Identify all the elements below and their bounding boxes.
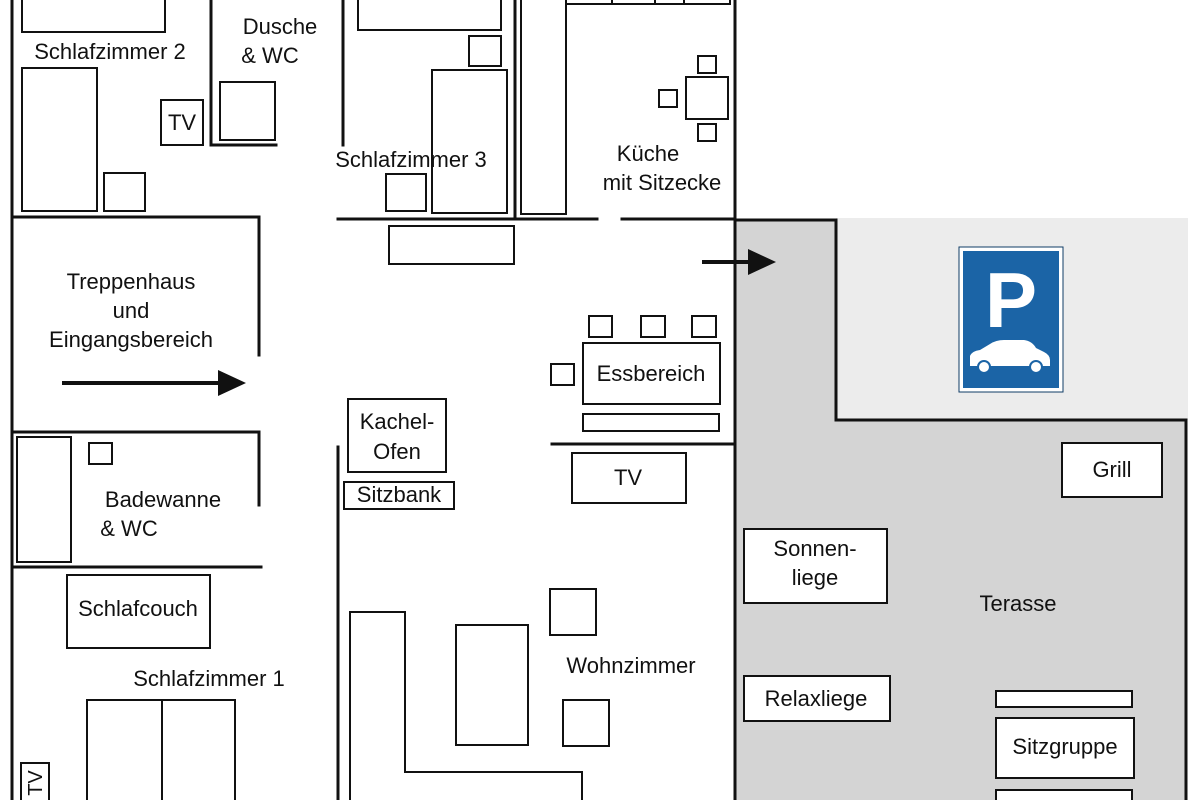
room-label-kitchen-line2: mit Sitzecke — [603, 170, 722, 195]
double-bed-right — [161, 699, 236, 800]
tv-box-living — [571, 452, 687, 504]
bathtub — [16, 436, 72, 563]
bed-bedroom-3 — [431, 69, 508, 214]
label-sun-lounger-line2: liege — [792, 565, 838, 590]
dining-chair-1 — [588, 315, 613, 338]
label-tv-bedroom-2: TV — [168, 110, 196, 135]
tv-box-bedroom-1 — [20, 762, 50, 800]
label-tv-living: TV — [614, 465, 642, 490]
dining-chair-2 — [640, 315, 666, 338]
label-tiled-stove-line2: Ofen — [373, 439, 421, 464]
car-icon — [970, 340, 1050, 374]
bed-bedroom-2-top — [21, 0, 166, 33]
furniture — [16, 0, 1163, 800]
nightstand-bedroom-2 — [103, 172, 146, 212]
dining-chair-side — [550, 363, 575, 386]
walls — [10, 0, 737, 800]
car-body — [970, 340, 1050, 366]
dining-table — [582, 342, 721, 405]
terrace-bench-bottom — [995, 789, 1133, 800]
sofa-bed — [66, 574, 211, 649]
parking-sign: P — [958, 246, 1064, 393]
label-sun-lounger-line1: Sonnen- — [773, 536, 856, 561]
room-label-stairs-line2: und — [113, 298, 150, 323]
label-tiled-stove-line1: Kachel- — [360, 409, 435, 434]
dining-chair-3 — [691, 315, 717, 338]
tv-box-bedroom-2 — [160, 99, 204, 146]
sun-lounger-box — [743, 528, 888, 604]
label-sofa-bed: Schlafcouch — [78, 596, 198, 621]
terrace-arrow-head — [748, 249, 776, 275]
kitchen-table — [685, 76, 729, 120]
room-label-kitchen-line1: Küche — [617, 141, 679, 166]
room-label-bedroom-2: Schlafzimmer 2 — [34, 39, 186, 64]
label-seating-group: Sitzgruppe — [1012, 734, 1117, 759]
entrance-arrow-head — [218, 370, 246, 396]
label-tv-bedroom-1: TV — [25, 770, 47, 796]
seating-group-box — [995, 717, 1135, 779]
kitchen-chair-top — [697, 55, 717, 74]
corner-sofa — [349, 611, 583, 800]
room-label-terrace: Terasse — [979, 591, 1056, 616]
room-label-bedroom-3: Schlafzimmer 3 — [335, 147, 487, 172]
armchair-bottom — [562, 699, 610, 747]
label-dining-area: Essbereich — [597, 361, 706, 386]
kitchen-upper-cabinet — [565, 0, 731, 5]
nightstand-bedroom-3 — [385, 173, 427, 212]
grill-box — [1061, 442, 1163, 498]
room-labels: Schlafzimmer 2 Dusche & WC Schlafzimmer … — [34, 14, 1056, 691]
room-label-stairs-line1: Treppenhaus — [67, 269, 196, 294]
car-wheel-rear — [1029, 360, 1043, 374]
kitchen-chair-bottom — [697, 123, 717, 142]
nightstand-bedroom-3-top — [468, 35, 502, 67]
coffee-table — [455, 624, 529, 746]
label-relax-lounger: Relaxliege — [765, 686, 868, 711]
stove-bench — [343, 481, 455, 510]
room-label-bath-line2: & WC — [100, 516, 158, 541]
car-wheel-front — [977, 360, 991, 374]
kitchen-counter — [520, 0, 567, 215]
terrace-border — [736, 218, 1188, 800]
relax-lounger-box — [743, 675, 891, 722]
room-label-stairs-line3: Eingangsbereich — [49, 327, 213, 352]
cabinet-hallway — [388, 225, 515, 265]
shower-tray — [219, 81, 276, 141]
room-label-bedroom-1: Schlafzimmer 1 — [133, 666, 285, 691]
room-label-shower-line2: & WC — [241, 43, 299, 68]
label-bench: Sitzbank — [357, 482, 442, 507]
kitchen-chair-left — [658, 89, 678, 108]
bed-bedroom-2 — [21, 67, 98, 212]
armchair-top — [549, 588, 597, 636]
dining-bench — [582, 413, 720, 432]
terrace-area — [736, 220, 1186, 800]
label-grill: Grill — [1092, 457, 1131, 482]
entry-arrows — [62, 249, 776, 396]
tiled-stove — [347, 398, 447, 473]
bath-shelf — [88, 442, 113, 465]
parking-letter: P — [985, 256, 1037, 344]
room-label-bath-line1: Badewanne — [105, 487, 221, 512]
room-label-shower-line1: Dusche — [243, 14, 318, 39]
double-bed-left — [86, 699, 163, 800]
terrace-bench — [995, 690, 1133, 708]
furniture-labels: TV Kachel- Ofen Sitzbank Essbereich TV S… — [25, 110, 1132, 796]
bed-bedroom-3-top — [357, 0, 502, 31]
room-label-living-room: Wohnzimmer — [566, 653, 695, 678]
